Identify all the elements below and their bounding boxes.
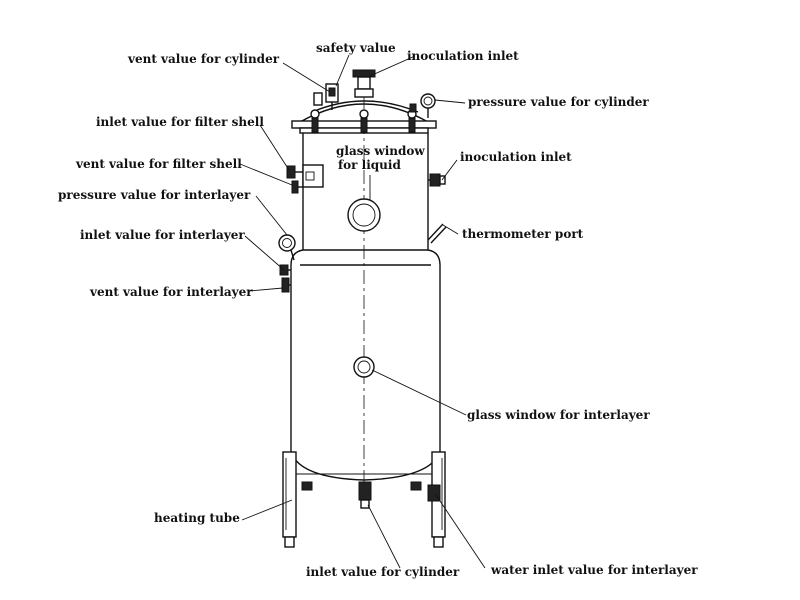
label-safety-valve: safety value [316,41,396,55]
label-glass-window-liquid-2: for liquid [338,158,401,172]
glass-window-liquid [347,198,381,232]
glass-window-interlayer [353,356,375,378]
bottom-fittings [301,481,441,509]
pressure-gauge-interlayer [278,234,296,261]
pressure-gauge-cylinder [409,93,436,118]
label-heating-tube: heating tube [154,511,240,525]
thermometer-port [427,223,447,244]
label-inlet-valve-cylinder: inlet value for cylinder [306,565,460,579]
label-vent-valve-filter-shell: vent value for filter shell [76,157,242,171]
label-inlet-valve-interlayer: inlet value for interlayer [80,228,245,242]
interlayer-body [290,249,441,481]
label-inoculation-inlet-top: inoculation inlet [407,49,519,63]
label-pressure-valve-cylinder: pressure value for cylinder [468,95,649,109]
inoculation-inlet-top [352,69,376,98]
label-thermometer-port: thermometer port [462,227,584,241]
label-inoculation-inlet-side: inoculation inlet [460,150,572,164]
label-vent-valve-cylinder: vent value for cylinder [128,52,280,66]
label-pressure-valve-interlayer: pressure value for interlayer [58,188,251,202]
vent-valve-cylinder [313,83,339,110]
leader-lines [239,54,486,569]
filter-shell-valves [286,164,324,194]
label-water-inlet-valve-interlayer: water inlet value for interlayer [491,563,698,577]
filter-shell [302,133,429,251]
label-glass-window-interlayer: glass window for interlayer [467,408,650,422]
label-inlet-valve-filter-shell: inlet value for filter shell [96,115,264,129]
label-glass-window-liquid-1: glass window [336,144,425,158]
label-vent-valve-interlayer: vent value for interlayer [90,285,253,299]
